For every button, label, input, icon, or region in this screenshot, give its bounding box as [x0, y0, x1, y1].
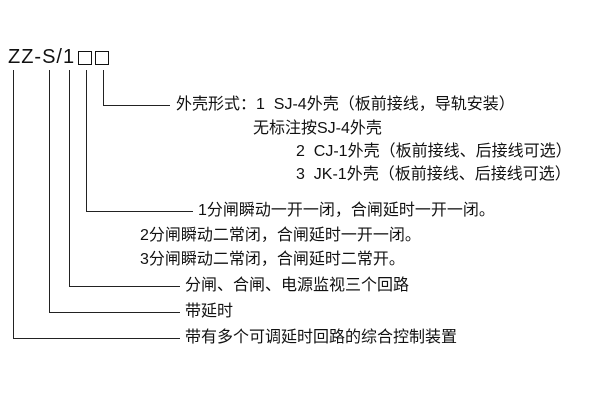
- leader-line-1-vertical: [69, 70, 70, 286]
- leader-line-box1-horizontal: [86, 211, 193, 212]
- leader-line-1-horizontal: [69, 286, 180, 287]
- leader-line-s-vertical: [49, 70, 50, 312]
- placeholder-box-2: [95, 50, 110, 65]
- model-code: ZZ-S/1: [8, 46, 110, 69]
- delay-explanation: 带延时: [185, 303, 234, 320]
- leader-line-s-horizontal: [49, 312, 180, 313]
- contact-config-option-1: 1分闸瞬动一开一闭，合闸延时一开一闭。: [198, 202, 495, 219]
- shell-form-option-2: 2 CJ-1外壳（板前接线、后接线可选）: [296, 143, 572, 160]
- shell-form-default-note: 无标注按SJ-4外壳: [253, 120, 382, 137]
- contact-config-option-2: 2分闸瞬动二常闭，合闸延时一开一闭。: [140, 227, 421, 244]
- placeholder-box-1: [78, 50, 93, 65]
- device-explanation: 带有多个可调延时回路的综合控制装置: [185, 329, 458, 346]
- leader-line-box2-vertical: [103, 70, 104, 105]
- contact-config-option-3: 3分闸瞬动二常闭，合闸延时二常开。: [140, 251, 405, 268]
- leader-line-zz-horizontal: [13, 338, 180, 339]
- leader-line-box2-horizontal: [103, 105, 170, 106]
- leader-line-box1-vertical: [86, 70, 87, 211]
- loops-explanation: 分闸、合闸、电源监视三个回路: [185, 277, 410, 294]
- shell-form-option-3: 3 JK-1外壳（板前接线、后接线可选）: [296, 166, 571, 183]
- shell-form-option-1: 外壳形式：1 SJ-4外壳（板前接线，导轨安装）: [176, 96, 515, 113]
- model-code-text: ZZ-S/1: [8, 46, 76, 68]
- leader-line-zz-vertical: [13, 70, 14, 338]
